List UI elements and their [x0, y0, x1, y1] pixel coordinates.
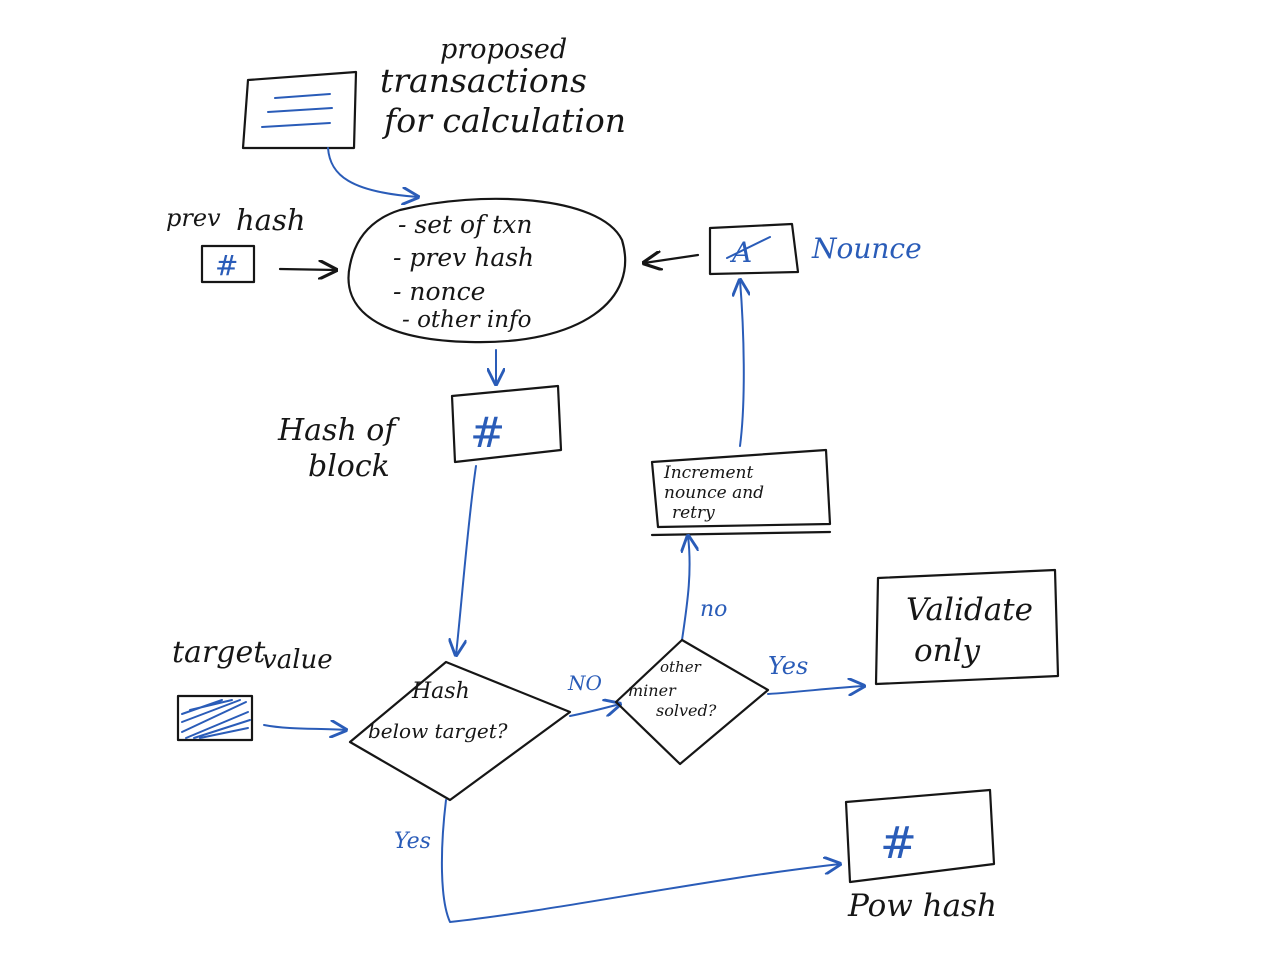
other-miner-solved-diamond	[614, 638, 770, 766]
arrow-no-to-increment	[682, 536, 690, 641]
prev-hash-label-line2: hash	[236, 203, 306, 237]
arrow-nonce-to-block	[644, 255, 700, 263]
validate-only-box	[874, 568, 1060, 686]
block-item-txn: - set of txn	[398, 210, 533, 239]
pow-hash-label: Pow hash	[847, 888, 997, 924]
arrow-increment-to-nonce	[740, 280, 744, 447]
increment-label-line1: Increment	[663, 463, 754, 483]
block-item-nonce: - nonce	[393, 277, 485, 306]
nounce-label: Nounce	[811, 232, 922, 265]
proposed-label-line3: for calculation	[381, 101, 626, 140]
proposed-label-line2: transactions	[380, 61, 587, 100]
pow-hash-symbol: #	[880, 818, 917, 869]
diamond1-label-line2: below target?	[368, 719, 508, 743]
proposed-transactions-box	[241, 70, 358, 150]
hash-of-block-box: #	[450, 384, 563, 464]
prev-hash-label-line1: prev	[166, 204, 221, 232]
diamond2-label-line2: miner	[628, 681, 677, 700]
arrow-transactions-to-block	[327, 147, 418, 197]
hash-below-target-diamond	[348, 660, 572, 802]
prev-hash-box: #	[200, 244, 256, 284]
block-hash-symbol: #	[470, 408, 505, 457]
block-ellipse	[347, 197, 627, 344]
arrow-yes-to-pow-hash	[440, 799, 840, 923]
increment-label-line3: retry	[672, 503, 715, 523]
transaction-list-icon	[261, 93, 333, 128]
arrow-no-to-other-miner	[569, 704, 620, 717]
prev-hash-symbol: #	[215, 249, 238, 282]
block-item-other-info: - other info	[402, 307, 531, 333]
no-upper-label: no	[700, 597, 727, 622]
proposed-label-line1: proposed	[440, 34, 567, 65]
validate-label-line1: Validate	[906, 592, 1033, 628]
nonce-box: A	[708, 222, 800, 276]
block-item-prev-hash: - prev hash	[393, 243, 534, 272]
increment-label-line2: nounce and	[664, 483, 764, 503]
pow-hash-box: #	[844, 788, 996, 884]
target-value-box	[176, 694, 254, 742]
arrow-prev-hash-to-block	[278, 269, 336, 270]
arrow-hash-to-decision	[456, 465, 477, 655]
arrow-target-to-decision	[263, 725, 346, 730]
yes-bottom-label: Yes	[394, 829, 431, 854]
validate-label-line2: only	[914, 633, 981, 669]
target-scribble-icon	[181, 699, 251, 739]
yes-right-label: Yes	[768, 652, 808, 680]
no-mid-label: NO	[567, 671, 602, 695]
target-label-line1: target	[172, 635, 266, 670]
arrow-yes-to-validate	[767, 686, 864, 694]
hash-of-block-label-line1: Hash of	[277, 413, 400, 448]
target-label-line2: value	[262, 645, 333, 675]
hash-of-block-label-line2: block	[308, 449, 390, 484]
nonce-symbol: A	[729, 236, 752, 269]
diamond1-label-line1: Hash	[411, 679, 470, 704]
diamond2-label-line3: solved?	[656, 701, 717, 720]
diamond2-label-line1: other	[660, 658, 702, 676]
